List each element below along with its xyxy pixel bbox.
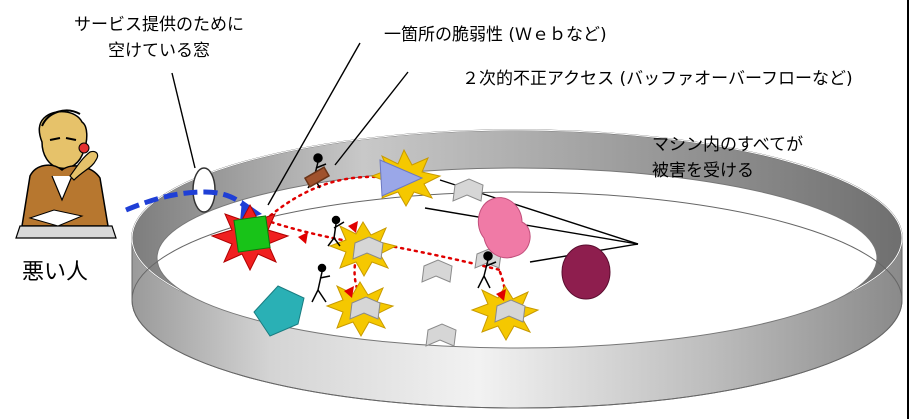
- intruder-figures: [303, 153, 497, 303]
- teal-pentagon: [253, 285, 305, 337]
- leader-lines: [171, 42, 639, 263]
- documents: [349, 178, 526, 347]
- red-flags: [298, 221, 506, 301]
- label-single-point-vulnerability: 一箇所の脆弱性 (Ｗｅｂなど): [384, 25, 607, 45]
- purple-disc: [561, 244, 611, 300]
- label-bad-person: 悪い人: [22, 260, 89, 285]
- pink-blob: [477, 197, 531, 259]
- green-box: [233, 215, 271, 253]
- label-secondary-intrusion: ２次的不正アクセス (バッファオーバーフローなど): [462, 69, 853, 89]
- label-all-damaged: マシン内のすべてが 被害を受ける: [652, 135, 804, 181]
- lavender-triangle: [379, 159, 424, 197]
- bad-person-figure: [10, 109, 120, 240]
- label-window: サービス提供のために 空けている窓: [74, 15, 244, 61]
